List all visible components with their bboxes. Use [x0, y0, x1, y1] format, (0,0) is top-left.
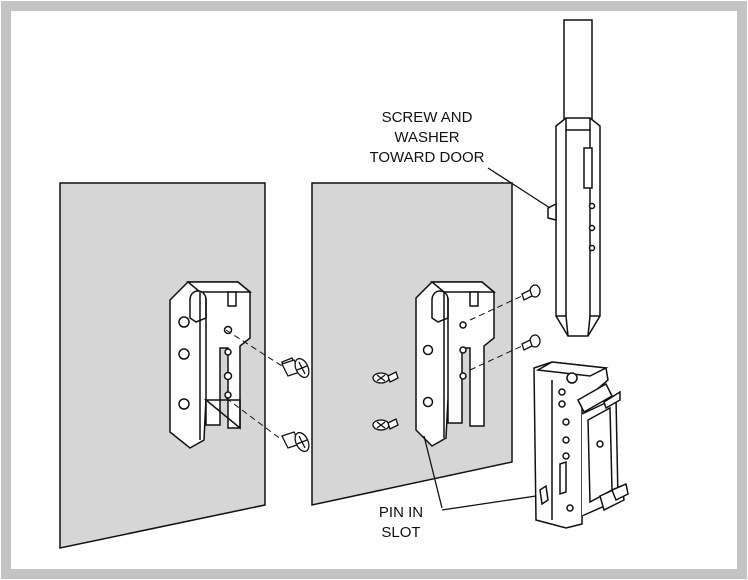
- screw-washer-leader: [487, 167, 551, 209]
- right-door-panel: [311, 182, 513, 506]
- right-screw-back-bottom: [521, 334, 541, 351]
- right-screw-back-top: [521, 284, 541, 301]
- pin-slot-leader-right: [441, 495, 537, 511]
- left-screw-bottom: [281, 431, 310, 453]
- pin-slot-leader-left: [423, 435, 443, 509]
- vertical-post: [547, 19, 601, 337]
- right-hinge-bracket: [415, 281, 497, 447]
- left-top-screw-guide: [225, 329, 283, 367]
- left-hinge-bracket: [169, 281, 253, 449]
- right-screw-front-bottom: [372, 418, 399, 431]
- left-door-panel: [59, 182, 266, 549]
- left-bottom-screw-guide: [225, 397, 283, 441]
- right-screw-front-top: [372, 371, 399, 384]
- left-screw-top: [281, 357, 310, 379]
- screw-and-washer-label: SCREW AND WASHER TOWARD DOOR: [369, 109, 485, 166]
- hinge-assembly: [533, 361, 629, 529]
- pin-in-slot-label: PIN IN SLOT: [378, 504, 424, 541]
